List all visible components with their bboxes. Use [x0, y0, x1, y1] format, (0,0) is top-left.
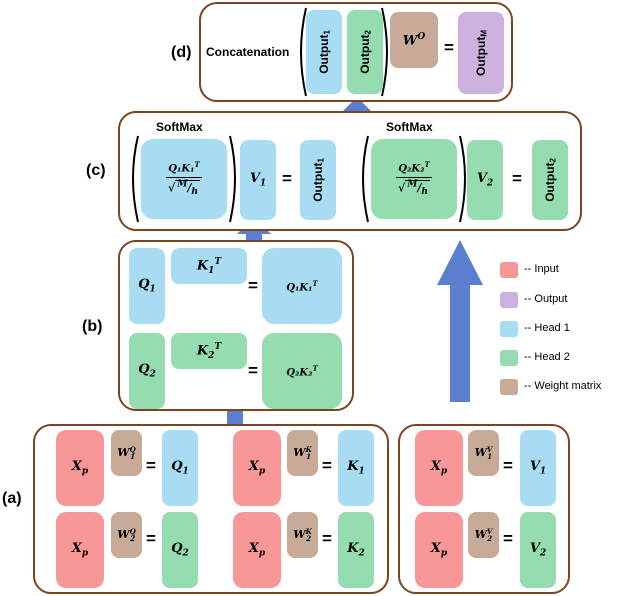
b-q2k2-block: Q₂K₂T	[262, 333, 342, 409]
legend-swatch-input	[500, 262, 518, 278]
a-xp-k1: Xp	[233, 430, 281, 506]
legend-label-output: -- Output	[524, 293, 568, 305]
b-k1t-symbol: K1T	[196, 256, 222, 276]
wo-symbol: WO	[402, 31, 426, 49]
c-v1-block: V1	[240, 140, 276, 220]
a-q1-block: Q1	[162, 430, 198, 506]
legend-swatch-head2	[500, 350, 518, 366]
a-v1-block: V1	[520, 430, 556, 506]
a-k2-block: K2	[338, 512, 374, 588]
b-equals-1: =	[248, 276, 258, 295]
c-v2-symbol: V2	[476, 171, 494, 189]
b-q2k2-symbol: Q₂K₂T	[286, 363, 318, 379]
c-output-2-block: Output2	[532, 140, 568, 220]
b-q2-block: Q2	[129, 333, 165, 409]
softmax-brackets-2	[362, 135, 466, 223]
a-k1-block: K1	[338, 430, 374, 506]
panel-label-c: (c)	[86, 162, 106, 179]
a-xp-v1: Xp	[415, 430, 463, 506]
legend-label-input: -- Input	[524, 263, 559, 275]
c-scaled-score-1: Q₁K₁T √M/h	[141, 139, 227, 219]
legend-label-head1: -- Head 1	[524, 322, 570, 334]
legend-swatch-head1	[500, 321, 518, 337]
a-q2-block: Q2	[162, 512, 198, 588]
panel-label-d: (d)	[171, 44, 192, 61]
d-output-1-text: Output1	[316, 30, 332, 74]
d-output-m-block: OutputM	[458, 12, 504, 94]
b-equals-2: =	[248, 361, 258, 380]
softmax-brackets-1	[132, 135, 236, 223]
arrow-v-to-c	[437, 240, 483, 402]
c-fraction-1: Q₁K₁T √M/h	[166, 160, 202, 198]
b-k2t-block: K2T	[171, 333, 247, 369]
b-q1k1-block: Q₁K₁T	[262, 248, 342, 324]
c-v1-symbol: V1	[249, 171, 267, 189]
c-equals-2: =	[512, 169, 522, 188]
c-output-1-text: Output1	[310, 158, 326, 202]
d-equals: =	[444, 38, 454, 57]
c-fraction-2: Q₂K₂T √M/h	[396, 160, 432, 198]
legend-swatch-weight	[500, 379, 518, 395]
b-q1-block: Q1	[129, 248, 165, 324]
a-v2-block: V2	[520, 512, 556, 588]
a-equals-q2: =	[146, 529, 156, 548]
softmax-label-2: SoftMax	[386, 120, 433, 134]
panel-label-b: (b)	[82, 318, 103, 335]
b-k2t-symbol: K2T	[196, 341, 222, 361]
panel-label-a: (a)	[2, 490, 22, 507]
legend-swatch-output	[500, 292, 518, 308]
d-output-1-block: Output1	[306, 10, 342, 94]
c-scaled-score-2: Q₂K₂T √M/h	[371, 139, 457, 219]
b-q2-symbol: Q2	[138, 362, 156, 380]
legend-label-weight: -- Weight matrix	[524, 380, 602, 392]
c-equals-1: =	[282, 169, 292, 188]
concat-brackets	[300, 7, 388, 97]
legend-label-head2: -- Head 2	[524, 351, 570, 363]
c-output-1-block: Output1	[300, 140, 336, 220]
a-equals-v2: =	[503, 529, 513, 548]
a-equals-k2: =	[322, 529, 332, 548]
d-output-m-text: OutputM	[473, 30, 489, 76]
d-weight-wo-block: WO	[390, 12, 438, 68]
a-xp-q2: Xp	[56, 512, 104, 588]
b-k1t-block: K1T	[171, 248, 247, 284]
d-output-2-text: Output2	[357, 30, 373, 74]
a-equals-q1: =	[146, 456, 156, 475]
a-xp-q1: Xp	[56, 430, 104, 506]
softmax-label-1: SoftMax	[156, 120, 203, 134]
d-output-2-block: Output2	[347, 10, 383, 94]
a-equals-k1: =	[322, 456, 332, 475]
c-output-2-text: Output2	[542, 158, 558, 202]
b-q1k1-symbol: Q₁K₁T	[286, 278, 318, 294]
a-xp-k2: Xp	[233, 512, 281, 588]
concatenation-label: Concatenation	[206, 45, 290, 59]
c-v2-block: V2	[467, 140, 503, 220]
a-xp-v2: Xp	[415, 512, 463, 588]
b-q1-symbol: Q1	[138, 277, 156, 295]
a-equals-v1: =	[503, 456, 513, 475]
